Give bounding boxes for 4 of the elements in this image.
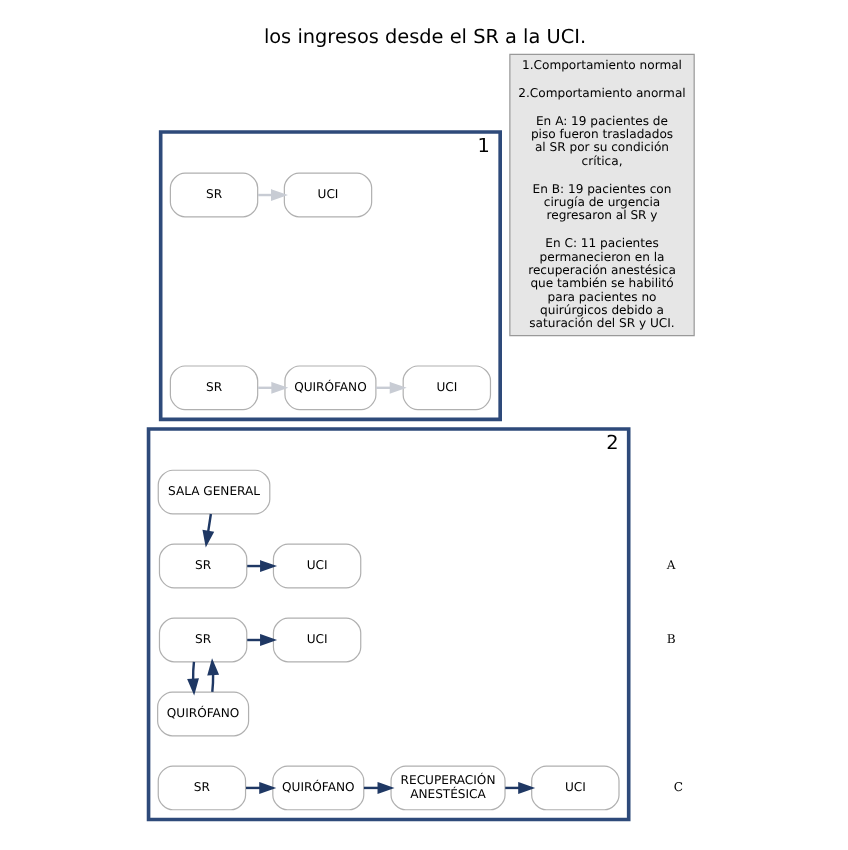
diagram-title: los ingresos desde el SR a la UCI. [262,26,586,49]
arrow [201,512,214,547]
arrow [186,660,198,695]
arrow [206,657,219,691]
